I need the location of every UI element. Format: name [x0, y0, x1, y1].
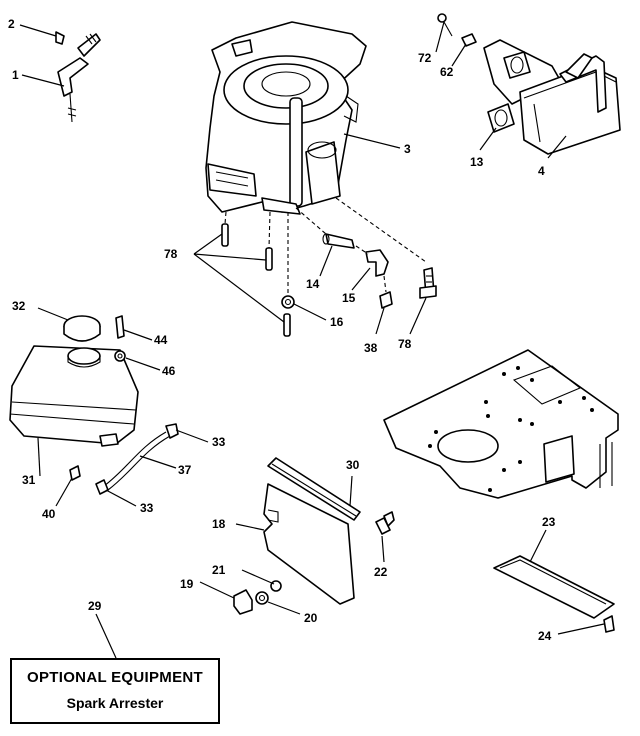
- callout-label: 33: [212, 435, 226, 449]
- callout-label: 1: [12, 68, 19, 82]
- callout-label: 2: [8, 17, 15, 31]
- spark-arrester: [493, 555, 615, 633]
- callout-label: 78: [398, 337, 412, 351]
- callout-label: 72: [418, 51, 432, 65]
- callout-label: 3: [404, 142, 411, 156]
- assembly-guides: [224, 197, 427, 296]
- callout-label: 15: [342, 291, 356, 305]
- callout-label: 37: [178, 463, 192, 477]
- callout-label: 32: [12, 299, 26, 313]
- chassis-plate: [383, 349, 619, 499]
- callout-label: 4: [538, 164, 545, 178]
- fuel-tank: [9, 315, 179, 495]
- callout-label: 19: [180, 577, 194, 591]
- throttle-control: [55, 31, 101, 123]
- callout-label: 20: [304, 611, 318, 625]
- optional-equipment-title: OPTIONAL EQUIPMENT: [27, 669, 203, 686]
- muffler-assembly: [437, 13, 621, 155]
- leader-lines: [19, 21, 605, 659]
- callout-label: 24: [538, 629, 552, 643]
- callout-labels: 2 1 72 62 3 13 4 78 14 15 16 38 78 32 44…: [8, 17, 556, 643]
- callout-label: 30: [346, 458, 360, 472]
- callout-label: 38: [364, 341, 378, 355]
- callout-label: 46: [162, 364, 176, 378]
- fuel-fittings: [221, 223, 437, 337]
- heat-shield: [233, 457, 395, 615]
- callout-label: 62: [440, 65, 454, 79]
- callout-label: 14: [306, 277, 320, 291]
- callout-label: 33: [140, 501, 154, 515]
- callout-label: 23: [542, 515, 556, 529]
- callout-label: 13: [470, 155, 484, 169]
- callout-label: 22: [374, 565, 388, 579]
- callout-label: 18: [212, 517, 226, 531]
- callout-label: 31: [22, 473, 36, 487]
- callout-label: 21: [212, 563, 226, 577]
- callout-label: 44: [154, 333, 168, 347]
- optional-equipment-subtitle: Spark Arrester: [66, 695, 164, 711]
- callout-label: 29: [88, 599, 102, 613]
- callout-label: 40: [42, 507, 56, 521]
- callout-label: 16: [330, 315, 344, 329]
- engine: [205, 21, 367, 215]
- optional-equipment-box: OPTIONAL EQUIPMENT Spark Arrester: [10, 658, 220, 724]
- callout-label: 78: [164, 247, 178, 261]
